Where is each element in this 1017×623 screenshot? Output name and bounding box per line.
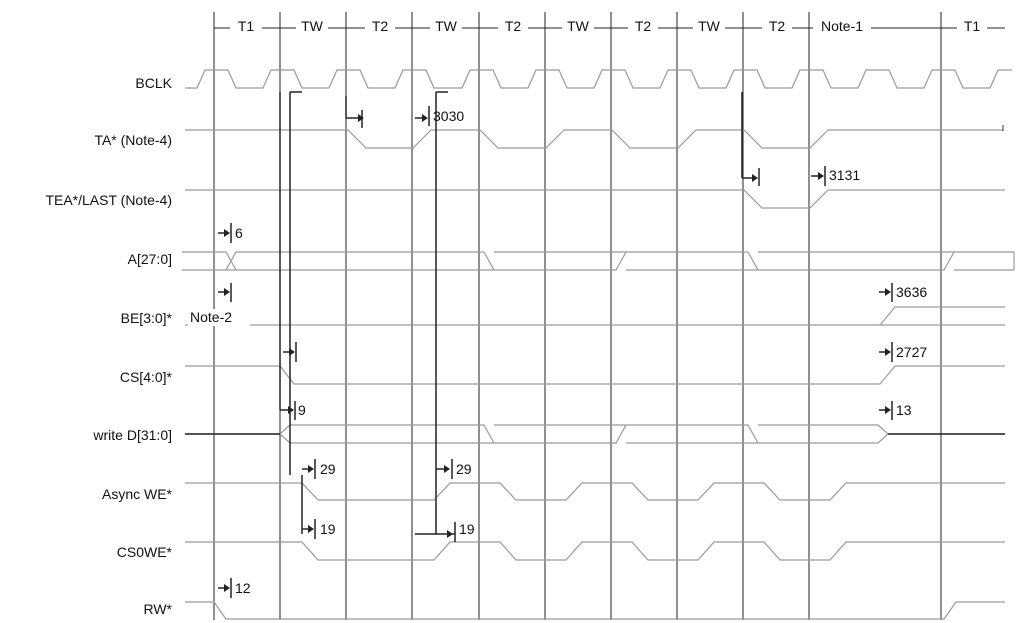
- note-2-label: Note-2: [190, 309, 232, 325]
- signal-label-cs0we: CS0WE*: [117, 544, 173, 560]
- period-label: T1: [964, 18, 981, 34]
- signal-label-bclk: BCLK: [135, 75, 172, 91]
- period-label: Note-1: [821, 18, 863, 34]
- period-label: TW: [301, 18, 324, 34]
- delay-label-29: 29: [320, 461, 336, 477]
- delay-label-13: 13: [896, 402, 912, 418]
- delay-label-3636: 3636: [896, 284, 927, 300]
- waveform-chip-select: [185, 365, 1005, 385]
- delay-label-29: 29: [456, 461, 472, 477]
- delay-label-3131: 3131: [829, 167, 860, 183]
- waveform-tea: [185, 189, 1005, 209]
- delay-label-6: 6: [235, 225, 243, 241]
- delay-label-3030: 3030: [433, 108, 464, 124]
- period-label: T2: [505, 18, 522, 34]
- dependency-lines: [279, 91, 743, 535]
- timing-markers: 3030 3131 6 Note-2 3636 2727 9 13 29 29 …: [188, 106, 927, 598]
- signal-label-rw: RW*: [143, 601, 172, 617]
- signal-label-tea: TEA*/LAST (Note-4): [45, 192, 172, 208]
- waveform-async-we: [185, 482, 1005, 501]
- waveform-rw: [185, 601, 1005, 620]
- waveform-address-bus: [182, 251, 1015, 271]
- signal-label-address: A[27:0]: [128, 251, 172, 267]
- delay-label-19: 19: [459, 521, 475, 537]
- waveform-write-data-bus: [185, 424, 1005, 444]
- signal-label-byte-enable: BE[3:0]*: [121, 310, 173, 326]
- waveform-byte-enable: [185, 306, 1005, 326]
- delay-label-19: 19: [320, 521, 336, 537]
- period-label: T2: [635, 18, 652, 34]
- signal-label-chip-select: CS[4:0]*: [120, 369, 173, 385]
- delay-label-9: 9: [298, 402, 306, 418]
- signal-labels: BCLK TA* (Note-4) TEA*/LAST (Note-4) A[2…: [45, 75, 172, 617]
- period-label: T2: [769, 18, 786, 34]
- waveform-bclk: [185, 69, 1012, 89]
- signal-label-ta: TA* (Note-4): [94, 132, 172, 148]
- waveform-ta: [185, 129, 1003, 149]
- signal-label-async-we: Async WE*: [102, 486, 173, 502]
- period-label: TW: [435, 18, 458, 34]
- period-label: T1: [238, 18, 255, 34]
- signal-label-write-data: write D[31:0]: [92, 427, 172, 443]
- period-label: TW: [567, 18, 590, 34]
- period-bar: T1 TW T2 TW T2 TW T2 TW T2 Note-1 T1: [214, 16, 1005, 34]
- waveform-cs0we: [185, 541, 1005, 561]
- delay-label-12: 12: [235, 580, 251, 596]
- waveforms: [182, 69, 1015, 620]
- period-label: TW: [698, 18, 721, 34]
- delay-label-2727: 2727: [896, 344, 927, 360]
- period-label: T2: [372, 18, 389, 34]
